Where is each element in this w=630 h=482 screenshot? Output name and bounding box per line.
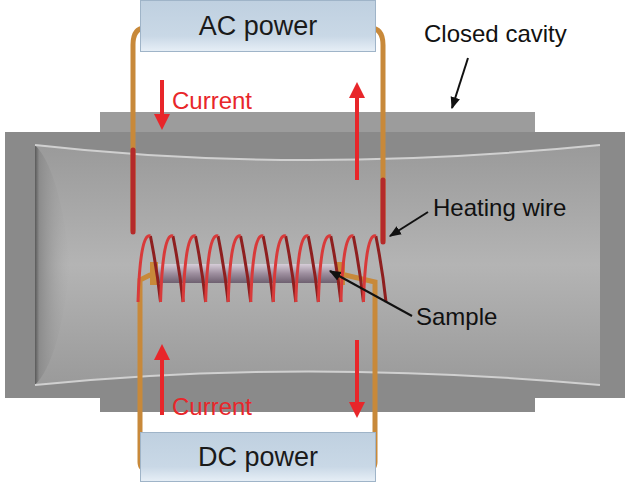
ac-wires	[133, 28, 383, 242]
callout-label: Heating wire	[433, 194, 566, 222]
coil-turn	[331, 236, 341, 302]
coil-turn	[273, 236, 285, 302]
coil-turn	[251, 236, 263, 302]
heating-coil	[138, 236, 386, 302]
coil-turn	[206, 236, 218, 302]
current-label: Current	[172, 393, 252, 421]
coil-turn	[308, 236, 318, 302]
coil-turn	[150, 236, 160, 302]
coil-turn	[183, 236, 195, 302]
box-label: AC power	[199, 11, 318, 42]
coil-turn	[318, 236, 330, 302]
box-label: DC power	[198, 442, 318, 473]
power-supply-box: AC power	[140, 0, 376, 52]
coil-turn	[376, 236, 386, 302]
coil-turn	[353, 236, 363, 302]
current-arrows	[162, 80, 357, 415]
coil-turn	[341, 236, 353, 302]
closed-cavity	[5, 112, 625, 412]
coil-turn	[241, 236, 251, 302]
callout-label: Sample	[416, 303, 497, 331]
coil-turn	[218, 236, 228, 302]
callout-label: Closed cavity	[424, 20, 567, 48]
leader-lines	[330, 58, 468, 316]
coil-turn	[173, 236, 183, 302]
coil-turn	[161, 236, 173, 302]
current-label: Current	[172, 87, 252, 115]
coil-turn	[228, 236, 240, 302]
coil-turn	[195, 236, 205, 302]
coil-turn	[286, 236, 296, 302]
coil-turn	[263, 236, 273, 302]
coil-turn	[138, 236, 150, 302]
power-supply-box: DC power	[140, 432, 376, 482]
coil-turn	[296, 236, 308, 302]
